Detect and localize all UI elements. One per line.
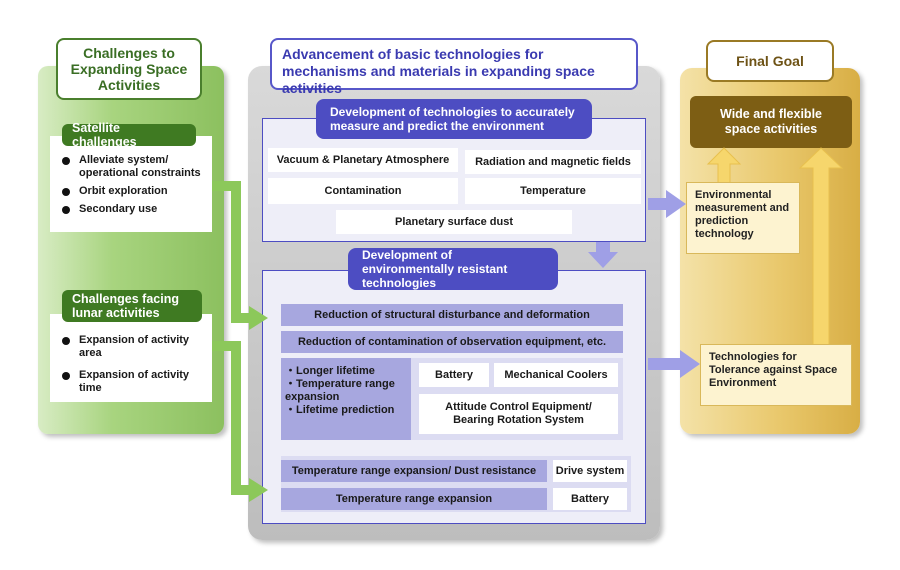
- temperature-item: Temperature: [465, 178, 641, 204]
- dust-item: Planetary surface dust: [336, 210, 572, 234]
- list-item: ・Lifetime prediction: [285, 404, 395, 416]
- list-item: ・Temperature range expansion: [285, 378, 395, 403]
- env-measurement-box: Environmental measurement and prediction…: [686, 182, 800, 254]
- measure-header: Development of technologies to accuratel…: [316, 99, 592, 139]
- list-item: Expansion of activity area: [55, 334, 211, 360]
- vacuum-item: Vacuum & Planetary Atmosphere: [268, 148, 458, 172]
- lunar-header: Challenges facing lunar activities: [62, 290, 202, 322]
- goal-box: Wide and flexible space activities: [690, 96, 852, 148]
- lifetime-list: ・Longer lifetime ・Temperature range expa…: [281, 358, 411, 440]
- coolers-item: Mechanical Coolers: [494, 363, 618, 387]
- list-item: ・Longer lifetime: [285, 365, 375, 377]
- resistant-header: Development of environmentally resistant…: [348, 248, 558, 290]
- contamination-item: Contamination: [268, 178, 458, 204]
- contamination-bar: Reduction of contamination of observatio…: [281, 331, 623, 353]
- list-item: Expansion of activity time: [55, 369, 211, 395]
- battery2-item: Battery: [553, 488, 627, 510]
- structural-bar: Reduction of structural disturbance and …: [281, 304, 623, 326]
- attitude-item: Attitude Control Equipment/ Bearing Rota…: [419, 394, 618, 434]
- list-item: Secondary use: [55, 203, 211, 216]
- arrow-up-icon: [706, 147, 742, 187]
- arrow-up-icon: [798, 147, 844, 346]
- challenges-title-text: Challenges to Expanding Space Activities: [70, 45, 188, 93]
- lunar-box: [50, 314, 212, 402]
- challenges-title: Challenges to Expanding Space Activities: [56, 38, 202, 100]
- list-item: Alleviate system/ operational constraint…: [55, 154, 211, 180]
- technologies-title: Advancement of basic technologies for me…: [270, 38, 638, 96]
- temp-range-bar: Temperature range expansion: [281, 488, 547, 510]
- dust-resistance-bar: Temperature range expansion/ Dust resist…: [281, 460, 547, 482]
- radiation-item: Radiation and magnetic fields: [465, 150, 641, 174]
- list-item: Orbit exploration: [55, 185, 211, 198]
- lunar-list: Expansion of activity area Expansion of …: [55, 334, 211, 400]
- satellite-list: Alleviate system/ operational constraint…: [55, 154, 211, 221]
- satellite-header: Satellite challenges: [62, 121, 196, 149]
- satellite-box: [50, 136, 212, 232]
- final-goal-title: Final Goal: [706, 40, 834, 82]
- battery-item: Battery: [419, 363, 489, 387]
- drive-item: Drive system: [553, 460, 627, 482]
- tolerance-box: Technologies for Tolerance against Space…: [700, 344, 852, 406]
